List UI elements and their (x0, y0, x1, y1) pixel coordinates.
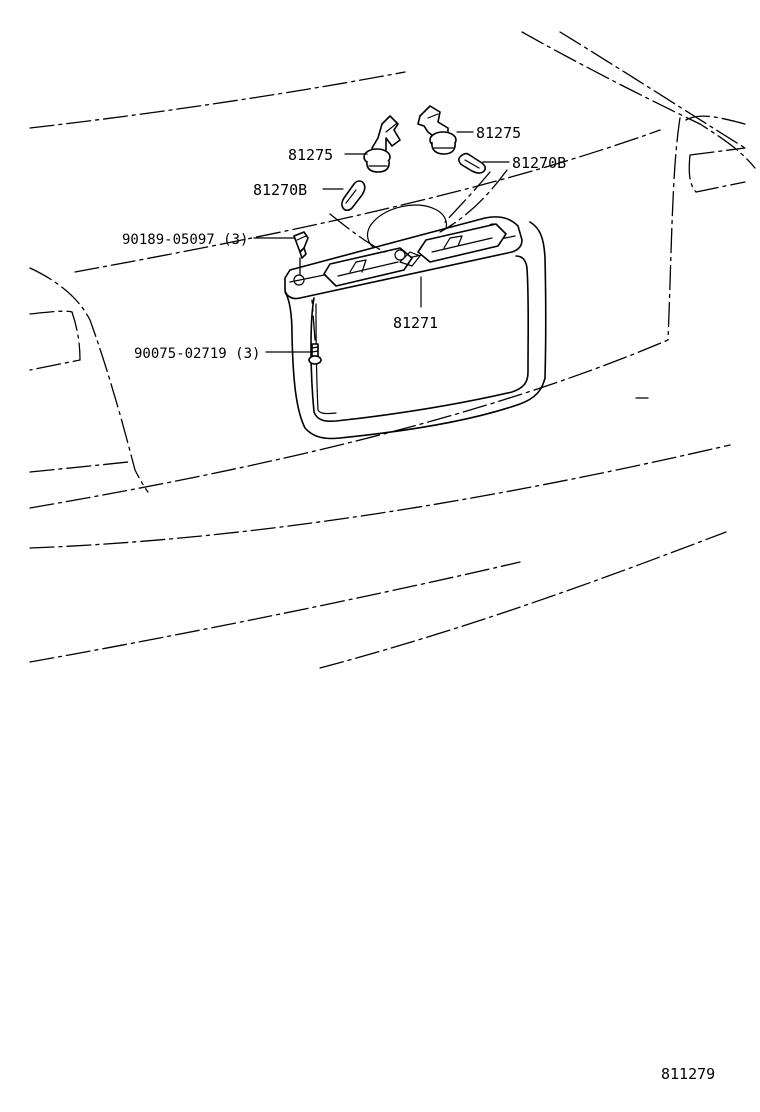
bulb-socket-right (417, 105, 457, 155)
clip-nut (293, 231, 309, 259)
assembly-guide-lines (299, 169, 508, 341)
screw (308, 343, 322, 365)
callout-81270b-left: 81270B (253, 181, 307, 199)
callout-81275-right: 81275 (476, 124, 521, 142)
callout-81271: 81271 (393, 314, 438, 332)
callout-screw: 90075-02719 (3) (134, 346, 260, 362)
callout-81275-left: 81275 (288, 146, 333, 164)
callout-labels: 81275 81275 81270B 81270B 90189-05097 (3… (122, 124, 715, 1083)
license-lamp-assembly (284, 216, 523, 300)
bulb-left (341, 180, 366, 212)
illustration-id: 811279 (661, 1065, 715, 1083)
callout-nut: 90189-05097 (3) (122, 232, 248, 248)
bulb-right (458, 152, 486, 174)
bulb-socket-left (363, 115, 401, 173)
callout-81270b-right: 81270B (512, 154, 566, 172)
vehicle-body-outline (29, 31, 756, 669)
leader-lines (253, 131, 510, 353)
license-plate-recess (284, 221, 547, 440)
